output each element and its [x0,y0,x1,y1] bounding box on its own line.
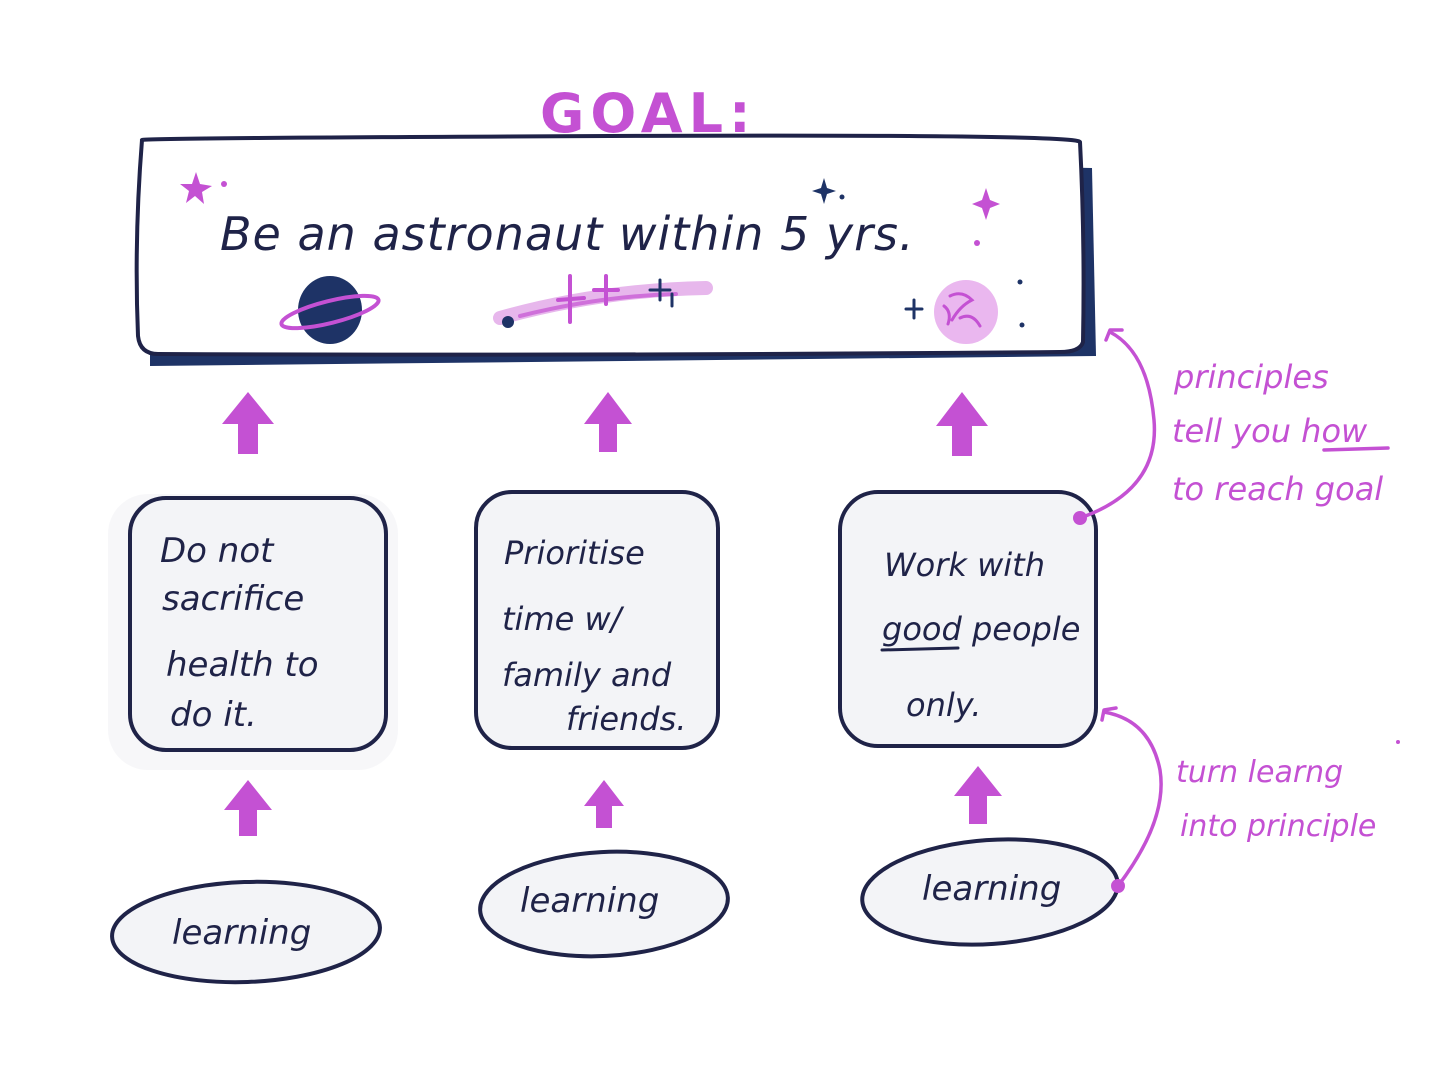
learning-1-label: learning [172,913,311,953]
principles-note-line-3: to reach goal [1172,470,1383,508]
principle-1-line-4: do it. [170,695,257,735]
goal-text: Be an astronaut within 5 yrs. [220,207,915,261]
learning-2-label: learning [520,881,659,921]
moon-icon [904,279,1025,344]
principle-2-line-1: Prioritise [504,534,645,572]
learning-note-line-2: into principle [1180,809,1376,844]
principle-1-line-2: sacrifice [162,579,304,619]
arrow-up-icon [222,392,274,454]
learning-ellipse [110,879,382,985]
principle-1-line-1: Do not [160,531,275,571]
planet-icon [279,276,381,344]
learning-3-label: learning [922,869,1061,909]
principle-box [838,490,1098,748]
principle-box [474,490,720,750]
principle-3-line-3: only. [906,686,981,724]
arrow-up-icon [584,780,624,828]
learning-connector [1100,706,1163,893]
learning-note-line-1: turn learng [1176,755,1343,790]
principle-1-line-3: health to [166,645,319,685]
arrow-up-icon [936,392,988,456]
arrow-up-icon [954,766,1002,824]
dot-mark [1396,740,1400,744]
principle-2-line-2: time w/ [502,600,625,638]
arrow-up-icon [224,780,272,836]
principle-3-line-1: Work with [884,546,1045,584]
principle-3-line-2: good people [882,610,1080,648]
star-icon [812,178,845,204]
principle-box [108,494,398,770]
principles-connector [1073,328,1157,525]
star-icon [180,172,227,204]
principles-note-line-2: tell you how [1172,412,1368,450]
shooting-star-icon [493,274,713,328]
goal-box [134,133,1096,366]
star-icon [972,188,1000,246]
principle-2-line-4: friends. [566,700,686,738]
principles-note-line-1: principles [1173,358,1329,396]
arrow-up-icon [584,392,632,452]
underline-how [1322,446,1390,452]
learning-ellipse [478,849,730,959]
principle-2-line-3: family and [502,656,672,694]
underline-good [880,646,960,652]
